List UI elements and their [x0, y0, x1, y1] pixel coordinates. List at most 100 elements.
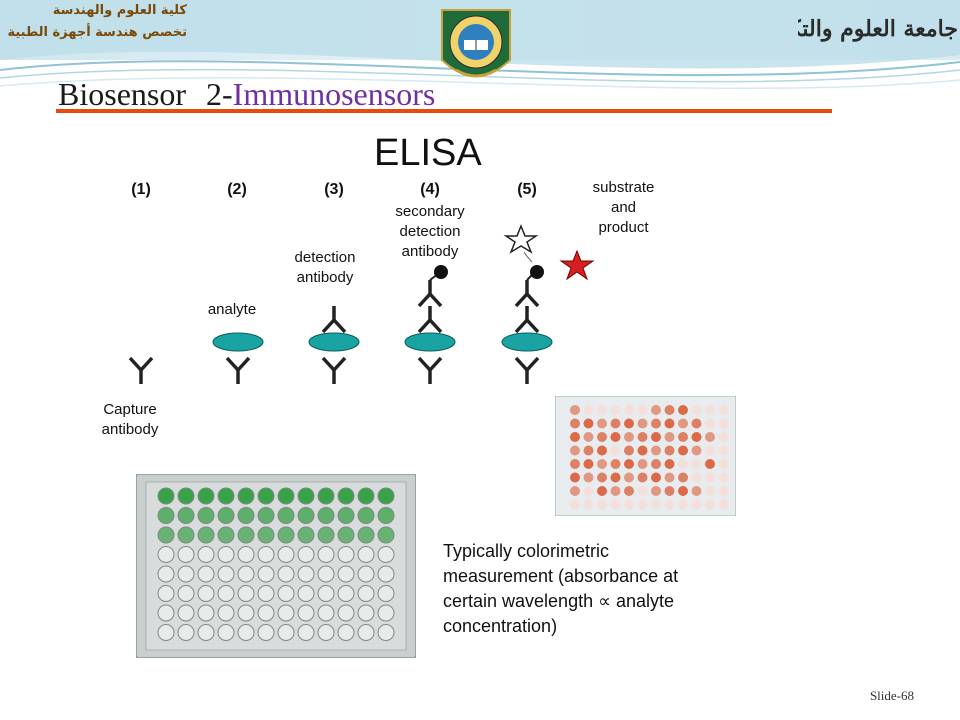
red-well [610, 405, 621, 415]
green-well [277, 604, 295, 622]
green-well [357, 546, 375, 563]
red-well [651, 459, 661, 469]
substrate-product-label: substrate and product [576, 178, 671, 238]
green-well [217, 507, 235, 524]
red-well [664, 405, 675, 415]
green-well [357, 526, 375, 544]
red-well [678, 405, 688, 415]
green-well [277, 585, 295, 602]
red-well [705, 499, 715, 510]
green-well [197, 604, 215, 622]
green-well-plate-photo [136, 474, 416, 658]
green-well [377, 487, 395, 505]
detection-label-line-1: detection [294, 249, 356, 266]
green-well [297, 487, 315, 505]
red-well [637, 418, 648, 429]
substrate-label-line-2: and [610, 199, 637, 216]
green-well [377, 585, 395, 602]
substrate-label-line-1: substrate [592, 179, 655, 196]
green-well [297, 507, 315, 524]
red-well [691, 445, 702, 456]
red-well [583, 432, 594, 442]
green-well [177, 565, 195, 583]
red-well [597, 445, 607, 456]
red-well [597, 499, 607, 510]
red-well [678, 445, 688, 456]
capture-antibody-label: Capture antibody [80, 400, 180, 440]
green-well [357, 565, 375, 583]
green-well [157, 507, 175, 524]
red-well [570, 432, 580, 442]
green-well [237, 546, 255, 563]
green-well [357, 624, 375, 641]
green-well [157, 546, 175, 563]
step-label-2: (2) [227, 181, 247, 198]
college-line-1: كلية العلوم والهندسة [52, 3, 187, 18]
red-well [705, 418, 715, 429]
capture-label-line-1: Capture [103, 401, 157, 418]
red-well [651, 405, 661, 415]
red-well [718, 418, 729, 429]
red-well [678, 499, 688, 510]
red-well [570, 472, 580, 483]
red-well [691, 486, 702, 496]
green-well [257, 585, 275, 602]
green-well [337, 546, 355, 563]
title-highlight: Immunosensors [232, 76, 436, 112]
green-well [337, 507, 355, 524]
secondary-antibody-icon-5 [514, 278, 540, 308]
green-well [197, 565, 215, 583]
red-well [678, 459, 688, 469]
red-well [637, 486, 648, 496]
green-well [317, 624, 335, 641]
red-well [570, 445, 580, 456]
red-well [610, 459, 621, 469]
red-well [691, 459, 702, 469]
red-well [583, 486, 594, 496]
red-well [678, 486, 688, 496]
green-well [197, 526, 215, 544]
green-well [157, 565, 175, 583]
red-well [678, 472, 688, 483]
green-well [157, 487, 175, 505]
green-well [217, 487, 235, 505]
university-seal-icon [441, 9, 511, 78]
university-logo: جامعة العلوم والتكنولوجيا [798, 16, 958, 42]
red-well [583, 459, 594, 469]
green-well [377, 526, 395, 544]
green-well [297, 546, 315, 563]
red-well [678, 432, 688, 442]
detection-antibody-label: detection antibody [280, 248, 370, 288]
red-well [624, 499, 634, 510]
red-well [624, 432, 634, 442]
red-well [718, 486, 729, 496]
red-well [597, 472, 607, 483]
green-well [317, 487, 335, 505]
green-well [377, 546, 395, 563]
college-name: كلية العلوم والهندسة تخصص هندسة أجهزة ال… [2, 0, 187, 44]
green-well [177, 604, 195, 622]
red-well [624, 418, 634, 429]
green-well [237, 585, 255, 602]
red-well [651, 486, 661, 496]
caption-line-4: concentration) [443, 616, 558, 636]
green-well [317, 546, 335, 563]
green-well [157, 604, 175, 622]
green-well [177, 546, 195, 563]
red-well [637, 405, 648, 415]
green-well [337, 624, 355, 641]
green-well [237, 526, 255, 544]
red-well [691, 405, 702, 415]
analyte-icon-4 [404, 332, 456, 352]
green-well [277, 487, 295, 505]
red-well [705, 432, 715, 442]
green-well [357, 604, 375, 622]
green-well [237, 507, 255, 524]
red-well [664, 499, 675, 510]
red-well [691, 432, 702, 442]
enzyme-label-icon-4 [434, 265, 448, 279]
green-well [177, 624, 195, 641]
green-well [277, 565, 295, 583]
capture-antibody-icon-1 [128, 356, 154, 386]
